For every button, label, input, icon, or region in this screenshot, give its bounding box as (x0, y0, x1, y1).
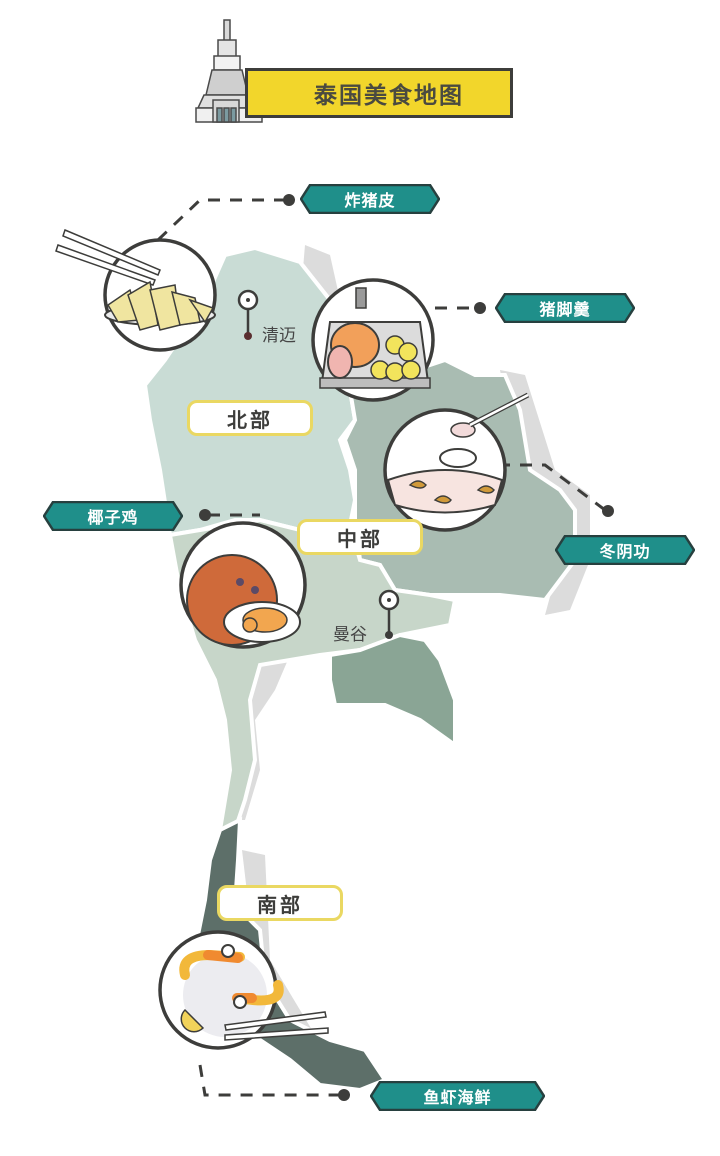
connector-lines (156, 198, 606, 1097)
dish-label: 椰子鸡 (87, 508, 139, 527)
dish-tag-tom-yum[interactable]: 冬阴功 (555, 535, 695, 565)
dish-tag-fried-pork-skin[interactable]: 炸猪皮 (300, 184, 440, 214)
tag-shape-icon (300, 184, 440, 214)
pork-knuckle-illustration (311, 278, 435, 402)
tom-yum-soup-illustration (383, 392, 530, 532)
city-label-bangkok[interactable]: 曼谷 (333, 625, 367, 645)
city-label-chiang-mai[interactable]: 清迈 (262, 326, 296, 346)
dish-label: 冬阴功 (599, 542, 651, 561)
dish-tag-coconut-chicken[interactable]: 椰子鸡 (43, 501, 183, 531)
tag-shape-icon (495, 293, 635, 323)
page-title: 泰国美食地图 (314, 83, 464, 109)
dish-tag-pork-knuckle-stew[interactable]: 猪脚羹 (495, 293, 635, 323)
connector-dots (199, 194, 614, 1101)
dish-label: 鱼虾海鲜 (423, 1088, 492, 1107)
title-banner: 泰国美食地图 (245, 68, 513, 118)
shrimp-seafood-illustration (158, 930, 329, 1050)
region-label-central[interactable]: 中部 (297, 519, 423, 555)
tag-shape-icon (555, 535, 695, 565)
fried-pork-skin-illustration (55, 228, 217, 352)
dish-label: 猪脚羹 (539, 300, 591, 319)
pin-chiang-mai (237, 289, 259, 340)
region-east-shape (328, 632, 457, 749)
region-label-north[interactable]: 北部 (187, 400, 313, 436)
pin-bangkok (378, 589, 400, 639)
region-label-south[interactable]: 南部 (217, 885, 343, 921)
coconut-chicken-illustration (179, 521, 307, 649)
dish-tag-seafood[interactable]: 鱼虾海鲜 (370, 1081, 545, 1111)
tag-shape-icon (370, 1081, 545, 1111)
tag-shape-icon (43, 501, 183, 531)
dish-label: 炸猪皮 (344, 191, 396, 210)
